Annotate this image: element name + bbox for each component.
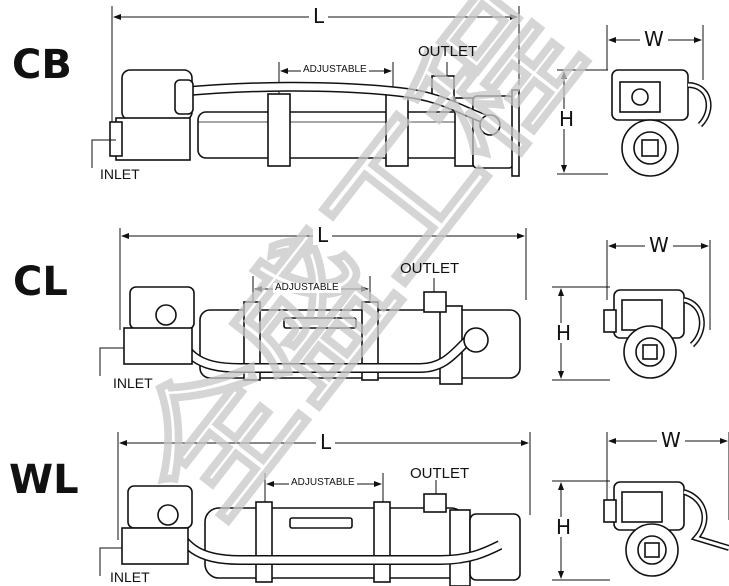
wl-inlet-label: INLET (110, 569, 150, 585)
wl-length-label: L (316, 432, 336, 452)
wl-outlet-label: OUTLET (410, 465, 470, 482)
cl-end-view (552, 240, 711, 381)
cl-width-label: W (645, 235, 673, 255)
cb-length-label: L (309, 6, 329, 26)
cb-adjustable-label: ADJUSTABLE (301, 64, 369, 75)
model-code-wl: WL (9, 457, 79, 503)
wl-height-label: H (552, 517, 576, 537)
wl-adjustable-label: ADJUSTABLE (289, 477, 357, 488)
wl-width-label: W (657, 430, 685, 450)
cb-height-label: H (555, 109, 579, 129)
cb-end-view (557, 25, 712, 177)
cb-side-view (91, 6, 520, 177)
cl-height-label: H (552, 323, 576, 343)
cl-side-view (99, 228, 527, 385)
model-code-cb: CB (12, 42, 72, 88)
cl-length-label: L (313, 225, 333, 245)
wl-end-view (552, 432, 729, 581)
cb-inlet-label: INLET (100, 166, 140, 182)
cb-outlet-label: OUTLET (418, 43, 478, 60)
cl-outlet-label: OUTLET (400, 260, 460, 277)
cl-inlet-label: INLET (113, 375, 153, 391)
cl-adjustable-label: ADJUSTABLE (273, 282, 341, 293)
model-code-cl: CL (13, 259, 68, 305)
wl-side-view (99, 432, 531, 586)
cb-width-label: W (640, 29, 668, 49)
